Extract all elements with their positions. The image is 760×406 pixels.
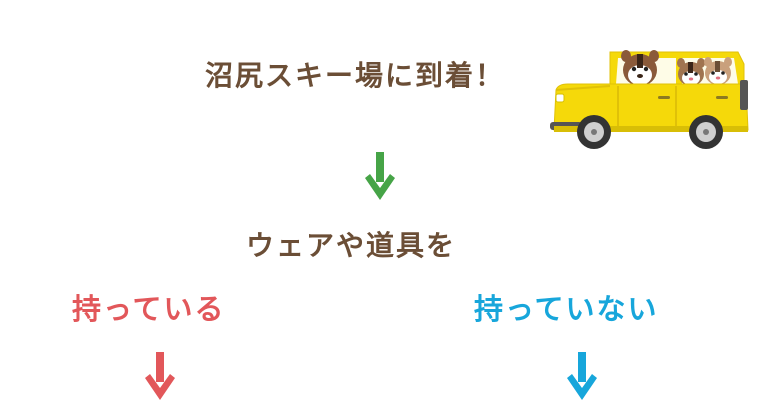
wheel xyxy=(689,115,723,149)
arrow-down-icon xyxy=(145,352,175,400)
branch-have-label: 持っている xyxy=(72,292,226,326)
chipmunk-character xyxy=(677,58,705,86)
car-illustration xyxy=(550,50,749,149)
arrow-down-icon xyxy=(365,152,395,200)
arrow-down-icon xyxy=(567,352,597,400)
equipment-question: ウェアや道具を xyxy=(246,229,457,262)
branch-not-have-label: 持っていない xyxy=(474,292,659,326)
arrival-heading: 沼尻スキー場に到着！ xyxy=(205,59,506,92)
wheel xyxy=(577,115,611,149)
chipmunk-character xyxy=(704,57,732,85)
chipmunk-character xyxy=(621,50,659,86)
